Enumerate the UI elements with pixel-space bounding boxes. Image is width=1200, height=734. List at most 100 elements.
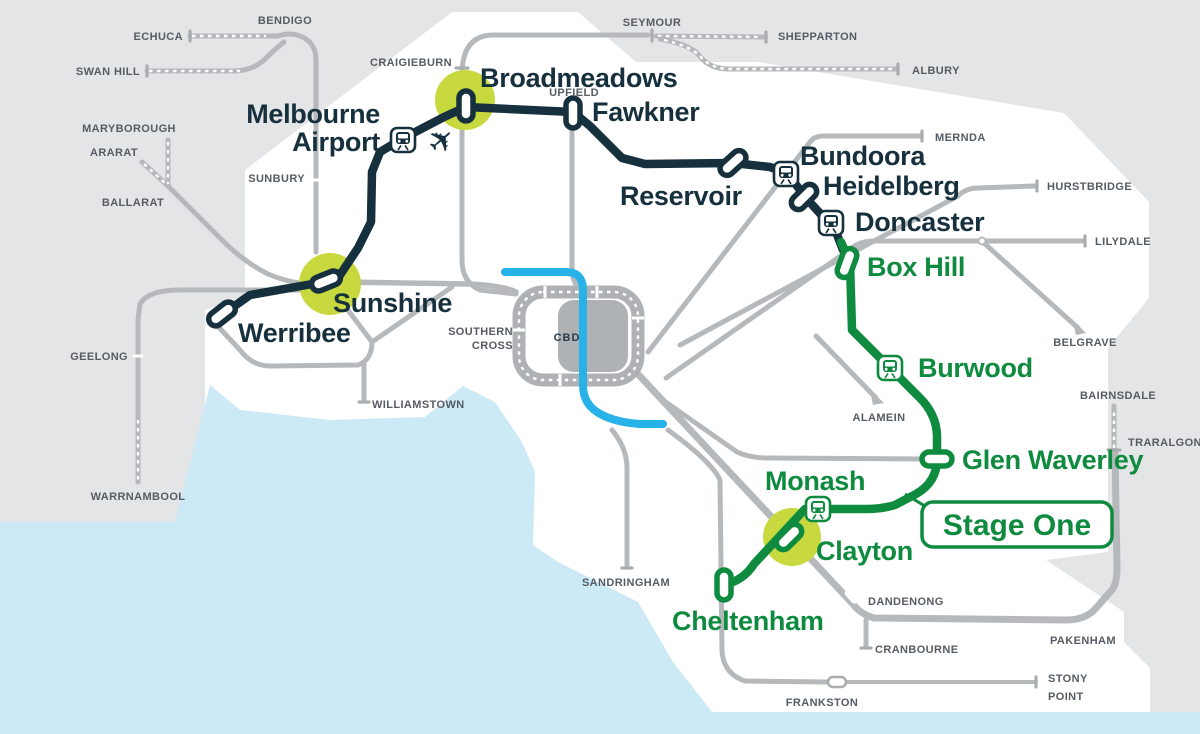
dash-ararat [143, 163, 167, 185]
line-newport-city [369, 284, 455, 345]
label-cbd: CBD [554, 332, 581, 344]
label-cheltenham: Cheltenham [672, 606, 824, 636]
station-sunshine [308, 268, 344, 294]
line-bendigo-echuca [187, 31, 319, 255]
label-ballarat: BALLARAT [102, 197, 164, 209]
line-srl-east [719, 237, 942, 590]
label-fawkner: Fawkner [592, 97, 700, 127]
label-bairnsdale: BAIRNSDALE [1080, 390, 1156, 402]
stage-one-badge: Stage One [920, 500, 1114, 549]
station-cheltenham [714, 567, 734, 603]
label-bundoora: Bundoora [800, 141, 926, 171]
label-traralgon: TRARALGON [1128, 437, 1200, 449]
line-werribee-altona [211, 286, 375, 369]
water-bay [0, 385, 1200, 734]
label-echuca: ECHUCA [134, 31, 183, 43]
station-heidelberg [788, 181, 820, 213]
station-frankston [826, 675, 848, 689]
label-williamstown: WILLIAMSTOWN [372, 399, 465, 411]
label-monash: Monash [765, 466, 865, 496]
dash-shepparton [657, 34, 763, 39]
train-icon-melbourne-airport [389, 126, 417, 154]
line-mernda [645, 133, 923, 355]
label-southern-cross-2: CROSS [472, 340, 513, 352]
label-stony-point-2: POINT [1048, 691, 1084, 703]
label-dandenong: DANDENONG [868, 596, 944, 608]
station-box-hill [834, 245, 860, 281]
label-cranbourne: CRANBOURNE [875, 644, 958, 656]
regional-labels: ECHUCA BENDIGO SWAN HILL MARYBOROUGH ARA… [70, 15, 1200, 709]
train-icon-bundoora [772, 160, 800, 188]
label-broadmeadows: Broadmeadows [480, 63, 677, 93]
label-doncaster: Doncaster [855, 207, 985, 237]
arrow-alamein [870, 390, 884, 405]
label-alamein: ALAMEIN [853, 412, 906, 424]
label-seymour: SEYMOUR [623, 17, 681, 29]
label-hurstbridge: HURSTBRIDGE [1047, 181, 1132, 193]
line-albury [657, 36, 899, 72]
label-reservoir: Reservoir [620, 181, 743, 211]
regional-lines [133, 28, 1122, 689]
label-ararat: ARARAT [90, 147, 138, 159]
line-alamein [813, 333, 879, 401]
label-stony-point-1: STONY [1048, 673, 1088, 685]
line-srl-north [207, 102, 848, 327]
train-icon-doncaster [817, 209, 845, 237]
label-sandringham: SANDRINGHAM [582, 577, 670, 589]
line-craigieburn [459, 65, 519, 297]
line-belgrave [981, 240, 1081, 331]
label-lilydale: LILYDALE [1095, 236, 1151, 248]
label-warrnambool: WARRNAMBOOL [91, 491, 186, 503]
line-hurstbridge [677, 183, 1038, 348]
label-mernda: MERNDA [935, 132, 986, 144]
line-dandenong-pakenham [632, 368, 1121, 624]
train-icon-burwood [876, 354, 904, 382]
junction-ringwood [977, 236, 987, 246]
line-geelong [135, 287, 303, 485]
station-werribee [205, 299, 239, 329]
stations [205, 88, 955, 603]
label-belgrave: BELGRAVE [1053, 337, 1117, 349]
city-loop-dashes [517, 290, 640, 382]
label-glen-waverley: Glen Waverley [962, 445, 1143, 475]
station-reservoir [717, 147, 749, 179]
line-glen-waverley [657, 395, 931, 462]
line-ballarat [165, 137, 303, 286]
city-loop-core [558, 300, 628, 372]
label-melbourne: Melbourne [246, 99, 380, 129]
station-glen-waverley [919, 449, 955, 469]
arrow-belgrave [1072, 319, 1086, 335]
train-icon-monash [804, 495, 832, 523]
label-southern-cross-1: SOUTHERN [448, 326, 513, 338]
line-metro-tunnel [501, 268, 667, 428]
line-frankston [665, 427, 831, 685]
label-airport: Airport [292, 127, 380, 157]
label-frankston: FRANKSTON [786, 697, 858, 709]
label-heidelberg: Heidelberg [823, 171, 960, 201]
label-upfield: UPFIELD [549, 87, 599, 99]
junction-dandenong [844, 590, 858, 604]
label-geelong: GEELONG [70, 351, 128, 363]
station-broadmeadows [456, 88, 476, 124]
label-craigieburn: CRAIGIEBURN [370, 57, 452, 69]
label-sunshine: Sunshine [333, 288, 452, 318]
label-swan-hill: SWAN HILL [76, 66, 140, 78]
label-maryborough: MARYBOROUGH [82, 123, 176, 135]
label-sunbury: SUNBURY [248, 173, 305, 185]
label-burwood: Burwood [918, 353, 1033, 383]
station-fawkner [563, 95, 583, 131]
label-albury: ALBURY [912, 65, 960, 77]
srl-station-labels: Melbourne Airport Broadmeadows Fawkner R… [238, 63, 1144, 636]
city-loop [512, 285, 645, 387]
stage-one-box [920, 500, 1114, 549]
label-clayton: Clayton [816, 536, 913, 566]
label-pakenham: PAKENHAM [1050, 635, 1116, 647]
dash-albury [663, 38, 894, 71]
line-sandringham [609, 427, 630, 569]
label-shepparton: SHEPPARTON [778, 31, 857, 43]
label-werribee: Werribee [238, 318, 351, 348]
label-bendigo: BENDIGO [258, 15, 312, 27]
station-clayton [773, 521, 805, 553]
